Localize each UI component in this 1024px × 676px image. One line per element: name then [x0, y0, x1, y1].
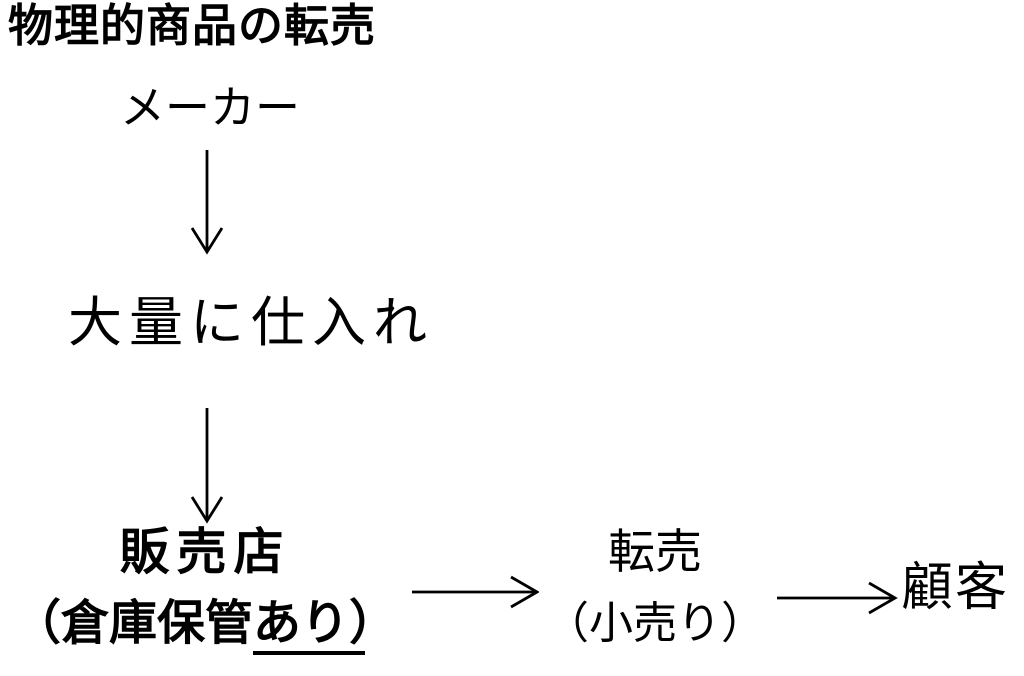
- node-customer: 顧客: [901, 559, 1010, 617]
- node-bulk-purchase: 大量に仕入れ: [68, 293, 434, 353]
- node-maker: メーカー: [120, 82, 301, 133]
- right-arrow-icon: [412, 575, 539, 609]
- store-note-underlined: あり: [252, 597, 365, 655]
- right-arrow-icon: [777, 581, 898, 615]
- node-resale-note: （小売り）: [545, 599, 765, 648]
- node-resale: 転売: [608, 525, 702, 578]
- store-note-suffix: ）: [349, 597, 398, 650]
- diagram-title: 物理的商品の転売: [8, 0, 377, 51]
- node-store: 販売店: [119, 524, 291, 580]
- down-arrow-icon: [190, 150, 224, 255]
- down-arrow-icon: [190, 408, 224, 524]
- store-note-prefix: （倉庫保管: [12, 597, 253, 650]
- node-store-note: （倉庫保管あり）: [0, 597, 410, 655]
